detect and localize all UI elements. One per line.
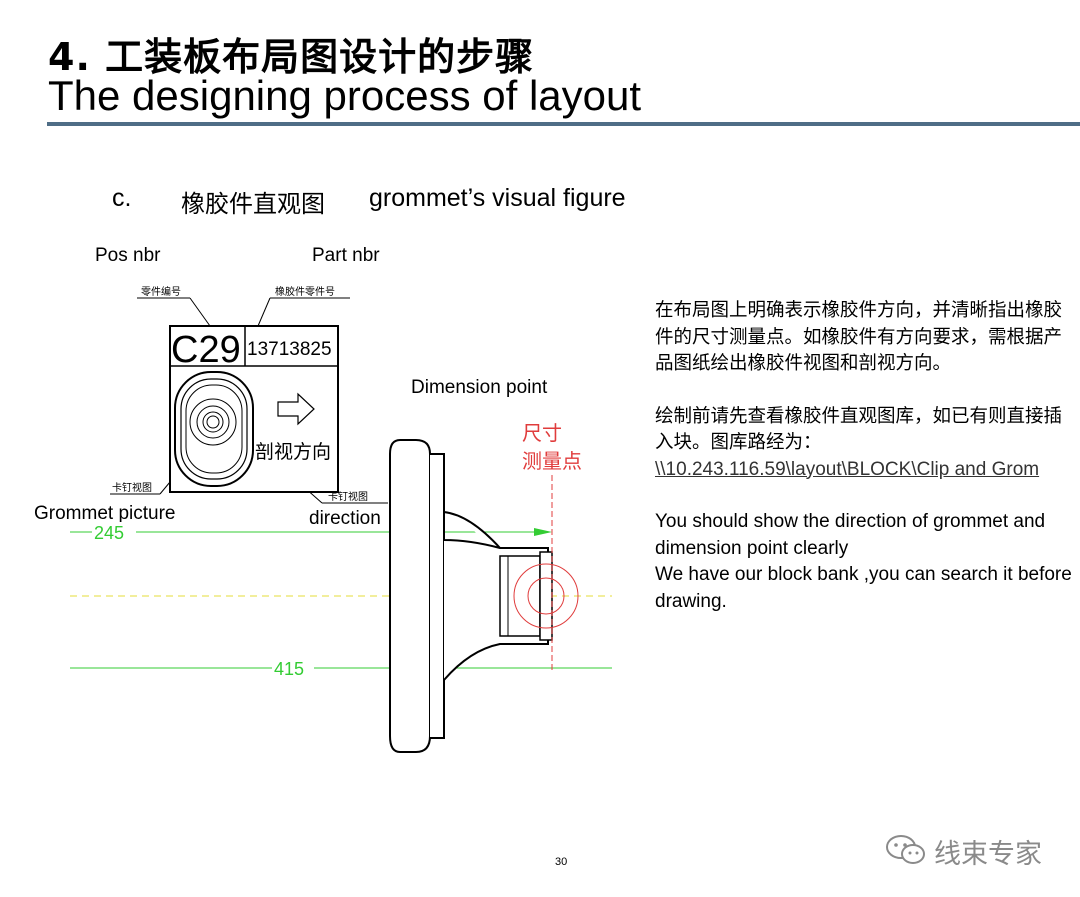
page-title-cn: 4. 工装板布局图设计的步骤 (48, 35, 535, 79)
watermark: 线束专家 (884, 830, 1054, 870)
subtitle-letter: c. (112, 184, 132, 212)
page-number: 30 (555, 856, 568, 868)
dim-point-text-2: 测量点 (522, 450, 582, 473)
dim-415-text: 415 (274, 659, 304, 679)
part-code: 13713825 (247, 339, 332, 360)
pos-nbr-label: Pos nbr (95, 245, 161, 266)
dimension-arrow-icon (534, 528, 552, 536)
dimension-point-marker (513, 475, 579, 670)
callout-pos-text: 零件编号 (141, 285, 181, 298)
direction-label: direction (309, 508, 381, 529)
block-library-path-link[interactable]: \\10.243.116.59\layout\BLOCK\Clip and Gr… (655, 458, 1040, 480)
grommet-cad-drawing: 零件编号 橡胶件零件号 卡钉视图 卡钉视图 C29 13713825 剖视方向 … (70, 285, 612, 753)
callout-part-text: 橡胶件零件号 (275, 285, 335, 298)
dim-245-text: 245 (94, 523, 124, 543)
page-title-en: The designing process of layout (48, 72, 642, 119)
grommet-label-block: C29 13713825 剖视方向 (169, 325, 339, 493)
grommet-picture-label: Grommet picture (34, 503, 176, 524)
callout-clip-view-text: 卡钉视图 (112, 481, 152, 494)
grommet-top-view (174, 371, 254, 487)
subtitle-en: grommet’s visual figure (369, 184, 626, 212)
part-nbr-label: Part nbr (312, 245, 380, 266)
callout-clip-view-2-text: 卡钉视图 (328, 490, 368, 503)
watermark-text: 线束专家 (934, 839, 1042, 870)
note-cn-2: 绘制前请先查看橡胶件直观图库，如已有则直接插入块。图库路经为： (655, 405, 1063, 454)
grommet-side-view (389, 439, 553, 753)
dim-point-text-1: 尺寸 (522, 422, 562, 445)
title-divider (47, 122, 1080, 126)
wechat-icon (886, 835, 925, 864)
note-en-2: We have our block bank ,you can search i… (655, 564, 1072, 612)
note-en-1: You should show the direction of grommet… (655, 511, 1046, 559)
subtitle-cn: 橡胶件直观图 (181, 190, 325, 218)
pos-code: C29 (171, 329, 241, 371)
section-direction-text: 剖视方向 (255, 441, 331, 463)
note-cn-1: 在布局图上明确表示橡胶件方向，并清晰指出橡胶件的尺寸测量点。如橡胶件有方向要求，… (655, 300, 1063, 374)
section-direction-arrow-icon (277, 392, 315, 426)
dimension-point-label: Dimension point (411, 377, 548, 398)
notes-panel: 在布局图上明确表示橡胶件方向，并清晰指出橡胶件的尺寸测量点。如橡胶件有方向要求，… (655, 298, 1075, 615)
